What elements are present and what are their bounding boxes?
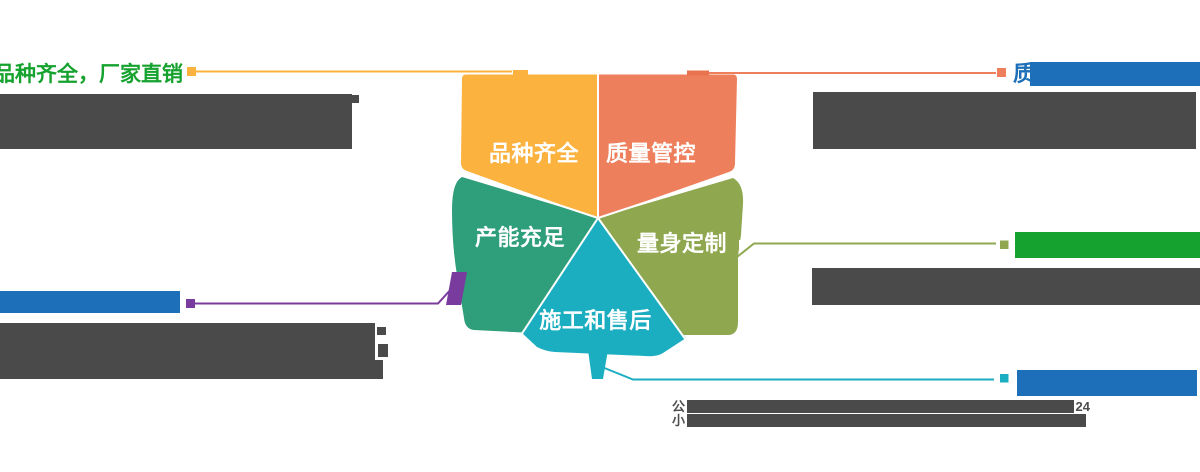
mid-left-petal-marker xyxy=(446,272,467,305)
mid-right-callout-title-redacted xyxy=(1015,232,1200,258)
mid-left-callout-body-redacted xyxy=(0,323,375,379)
mid-left-callout-title-redacted xyxy=(0,291,180,313)
bottom-right-body-line1: 公 24 xyxy=(672,400,1090,413)
top-right-title-redacted xyxy=(1030,62,1200,86)
petal-variety-label: 品种齐全 xyxy=(488,141,579,166)
petal-seams xyxy=(461,73,738,341)
br-line1-end-text: 24 xyxy=(1075,399,1090,414)
top-left-square-marker xyxy=(187,67,196,76)
petal-service-stem xyxy=(588,350,608,379)
top-left-callout-body-redacted xyxy=(0,94,352,149)
bottom-right-body-line2: 小 xyxy=(672,414,1088,427)
mid-left-body-fragment-1 xyxy=(377,327,386,335)
br-line1-start-char: 公 xyxy=(672,399,686,414)
top-right-square-marker xyxy=(997,68,1006,77)
petal-custom-label: 量身定制 xyxy=(636,231,727,256)
br-line2-redacted xyxy=(687,414,1086,427)
bottom-right-square-marker xyxy=(1000,374,1009,383)
top-right-callout-body-redacted xyxy=(813,92,1196,149)
mid-left-callout-line xyxy=(195,276,463,305)
br-line1-redacted xyxy=(687,400,1074,413)
petal-quality-label: 质量管控 xyxy=(605,141,696,166)
callout-lines xyxy=(195,70,996,381)
top-right-callout-title: 质 xyxy=(1013,62,1200,86)
petal-capacity-label: 产能充足 xyxy=(474,225,565,250)
petal-service-shape xyxy=(522,218,686,357)
top-right-title-first-char: 质 xyxy=(1013,61,1036,86)
bottom-right-callout-line xyxy=(601,366,994,381)
mid-left-body-fragment-2 xyxy=(378,344,388,357)
mid-right-callout-line xyxy=(736,242,996,258)
mid-right-square-marker xyxy=(1000,240,1009,249)
mid-left-square-marker xyxy=(186,299,195,308)
top-left-body-fragment xyxy=(352,95,359,103)
variety-tab xyxy=(513,70,528,76)
mid-right-callout-body-redacted xyxy=(812,268,1200,305)
quality-tab xyxy=(687,70,709,76)
petal-capacity-shape xyxy=(452,177,598,333)
petal-service-label: 施工和售后 xyxy=(539,308,652,333)
top-left-callout-title: 品种齐全，厂家直销 xyxy=(0,63,183,86)
petal-variety-shape xyxy=(461,74,598,218)
bottom-right-callout-title-redacted xyxy=(1017,370,1197,396)
petal-quality-shape xyxy=(598,74,737,218)
mid-left-body-fragment-3 xyxy=(375,360,383,379)
br-line2-start-char: 小 xyxy=(672,413,686,428)
petal-custom-shape xyxy=(598,178,744,335)
